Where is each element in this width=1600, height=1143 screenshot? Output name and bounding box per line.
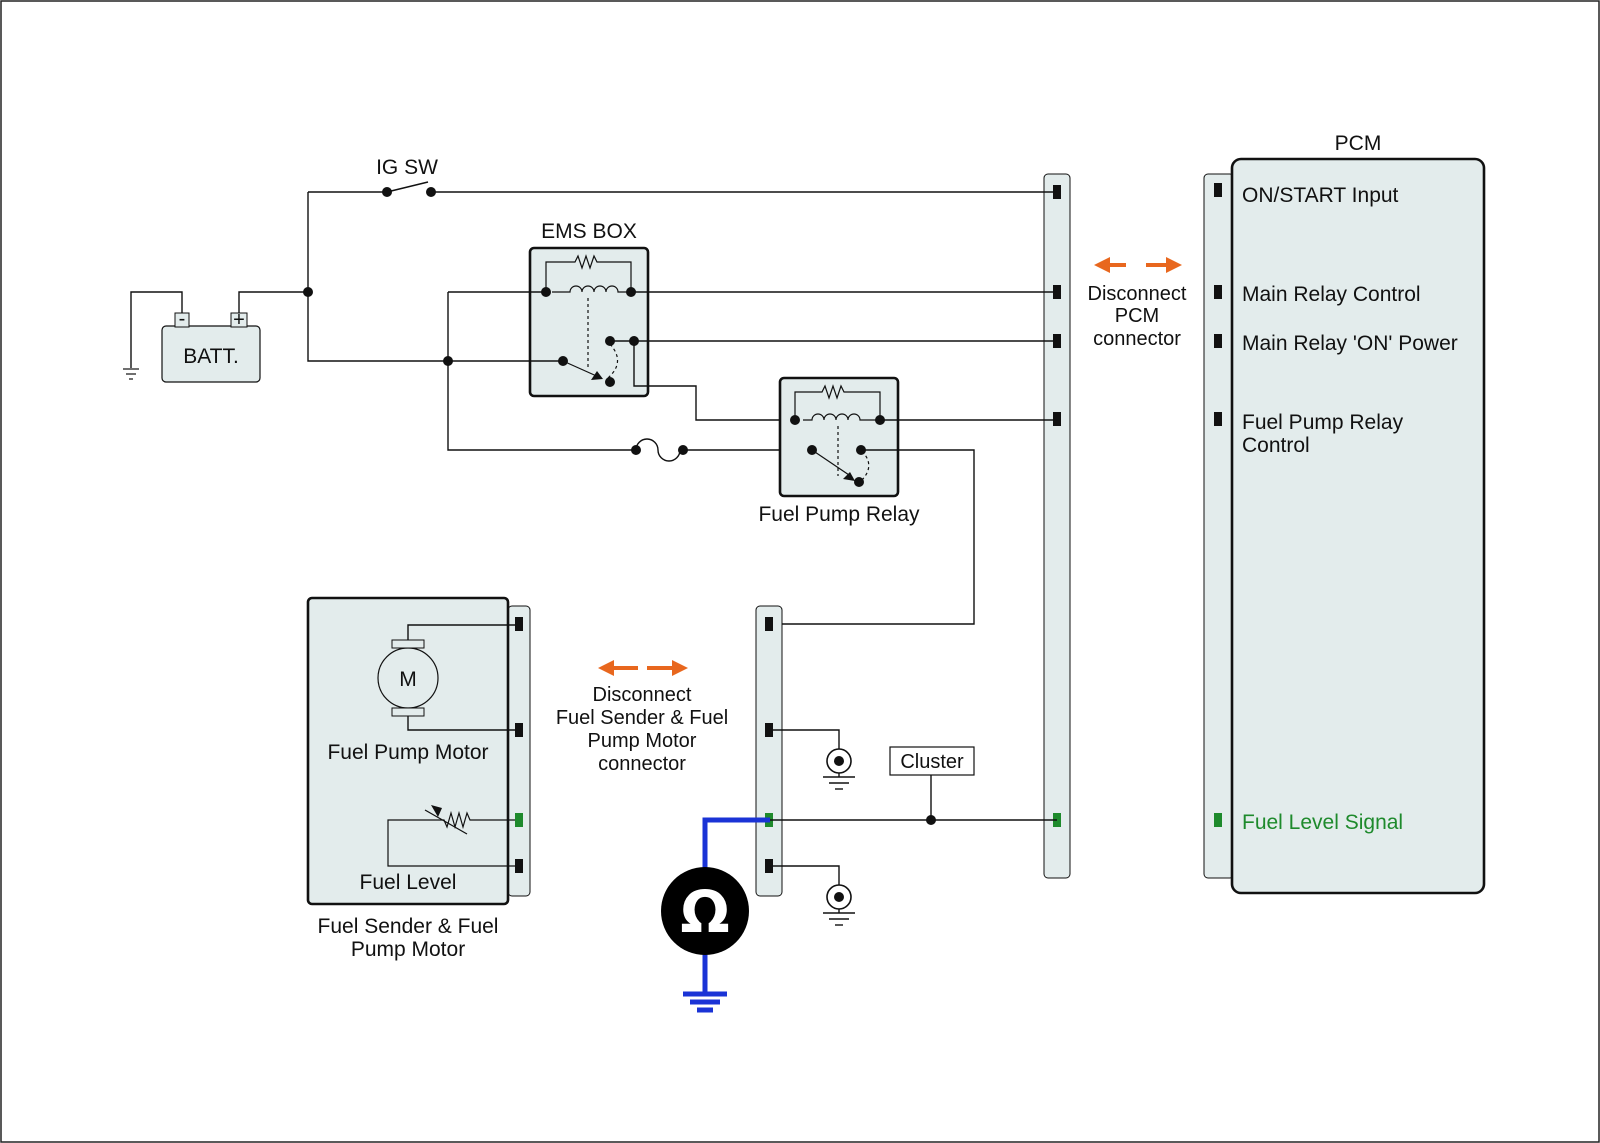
fuel-sender-disconnect-arrow — [598, 660, 688, 676]
fuel-sender-module-label-line2: Pump Motor — [351, 938, 465, 961]
pcm-pin-main-relay-on-power: Main Relay 'ON' Power — [1242, 332, 1458, 355]
fuel-pump-relay-arrow — [843, 472, 855, 481]
fuel-level-sender-arrow — [431, 805, 442, 817]
pcm-title: PCM — [1335, 132, 1382, 155]
pcm-pin-fuel-pump-relay-control-line2: Control — [1242, 434, 1310, 457]
pcm-side-connector — [1203, 173, 1235, 879]
pcm-disconnect-arrow — [1094, 257, 1182, 273]
battery-ground-icon — [123, 368, 139, 380]
ems-box-label: EMS BOX — [541, 220, 637, 243]
main-relay-arrow — [591, 371, 603, 380]
fuel-level-sender-icon — [387, 809, 515, 867]
ignition-switch-blade — [386, 181, 429, 193]
fuel-sender-module — [306, 596, 510, 906]
motor-symbol: M — [399, 668, 417, 691]
ignition-switch-label: IG SW — [376, 156, 438, 179]
pcm-pin-on-start-input: ON/START Input — [1242, 184, 1399, 207]
fuel-pump-motor-label: Fuel Pump Motor — [327, 741, 488, 764]
fuel-sender-pins — [515, 617, 523, 873]
ohmmeter-icon — [661, 867, 749, 955]
battery-negative: - — [179, 308, 186, 330]
pcm-module — [1230, 157, 1486, 895]
fuel-sender-module-label-line1: Fuel Sender & Fuel — [318, 915, 499, 938]
cluster-label: Cluster — [900, 751, 964, 773]
fuel-harness-connector — [755, 605, 783, 897]
fuse-icon — [635, 438, 681, 462]
ems-box — [528, 246, 650, 398]
pcm-pin-fuel-level-signal: Fuel Level Signal — [1242, 811, 1403, 834]
ground-1-icon — [823, 748, 855, 790]
pcm-harness-connector — [1043, 173, 1071, 879]
main-relay-coil-icon — [545, 254, 632, 379]
pcm-disconnect-line2: PCM — [1115, 305, 1159, 327]
ground-2-icon — [823, 884, 855, 926]
ohmmeter-ground-icon — [683, 991, 727, 1013]
pcm-disconnect-line3: connector — [1093, 328, 1181, 350]
fuel-disconnect-line2: Fuel Sender & Fuel — [556, 707, 728, 729]
pcm-disconnect-line1: Disconnect — [1088, 283, 1187, 305]
fuel-disconnect-line1: Disconnect — [593, 684, 692, 706]
fuel-disconnect-line4: connector — [598, 753, 686, 775]
fuel-level-label: Fuel Level — [360, 871, 457, 894]
fuel-disconnect-line3: Pump Motor — [588, 730, 697, 752]
battery-positive: + — [233, 309, 245, 331]
battery — [161, 312, 261, 383]
ohm-symbol: Ω — [680, 878, 729, 946]
fuel-sender-connector — [507, 605, 531, 897]
battery-label: BATT. — [183, 345, 239, 368]
ohmmeter-positive-lead — [702, 817, 770, 875]
fuel-pump-relay-box — [778, 376, 900, 498]
pcm-pin-main-relay-control: Main Relay Control — [1242, 283, 1421, 306]
fuel-pump-relay-label: Fuel Pump Relay — [758, 503, 920, 526]
cluster-box — [889, 746, 975, 776]
pcm-pin-fuel-pump-relay-control: Fuel Pump Relay — [1242, 411, 1404, 434]
